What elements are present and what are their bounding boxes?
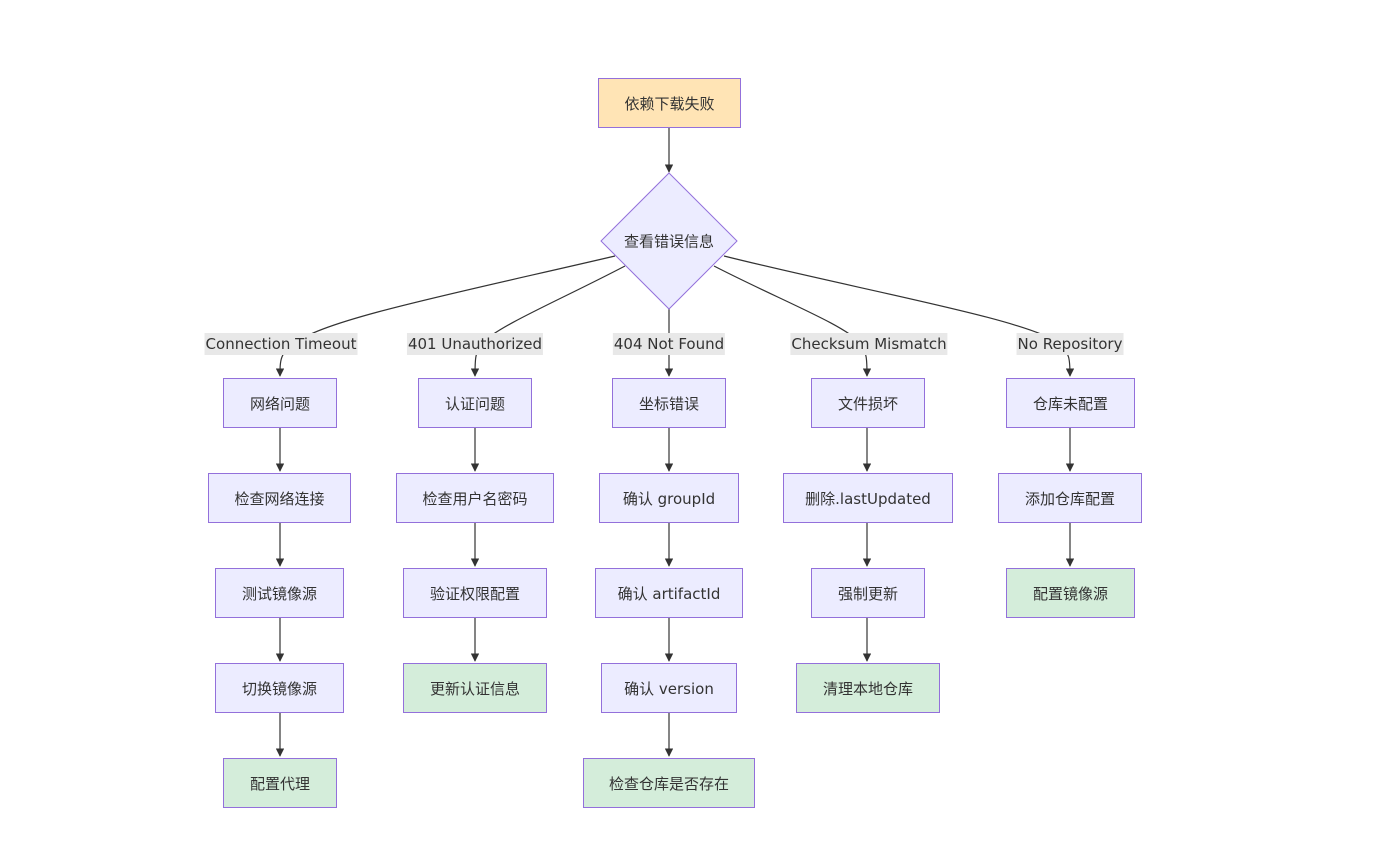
edge-label-connection-timeout: Connection Timeout <box>204 333 358 355</box>
node-force-update: 强制更新 <box>811 568 925 618</box>
edge-decision-net <box>275 255 616 377</box>
node-verify-permission-label: 验证权限配置 <box>429 584 520 603</box>
node-config-mirror: 配置镜像源 <box>1006 568 1135 618</box>
node-check-credentials: 检查用户名密码 <box>396 473 554 523</box>
node-file-damaged-label: 文件损坏 <box>837 394 898 413</box>
node-repo-not-configured-label: 仓库未配置 <box>1032 394 1108 413</box>
decision-diamond <box>600 172 738 310</box>
node-auth-problem: 认证问题 <box>418 378 532 428</box>
edge-label-404-not-found: 404 Not Found <box>612 333 726 355</box>
node-check-network: 检查网络连接 <box>208 473 351 523</box>
node-force-update-label: 强制更新 <box>837 584 898 603</box>
node-switch-mirror-label: 切换镜像源 <box>241 679 317 698</box>
node-update-auth: 更新认证信息 <box>403 663 547 713</box>
node-test-mirror: 测试镜像源 <box>215 568 344 618</box>
node-confirm-version: 确认 version <box>601 663 737 713</box>
node-test-mirror-label: 测试镜像源 <box>241 584 317 603</box>
node-config-proxy: 配置代理 <box>223 758 337 808</box>
node-net-problem-label: 网络问题 <box>249 394 310 413</box>
node-check-repo-exists-label: 检查仓库是否存在 <box>608 774 729 793</box>
node-delete-lastupdated: 删除.lastUpdated <box>783 473 953 523</box>
node-config-proxy-label: 配置代理 <box>249 774 310 793</box>
node-auth-problem-label: 认证问题 <box>444 394 505 413</box>
node-confirm-artifactid: 确认 artifactId <box>595 568 743 618</box>
node-delete-lastupdated-label: 删除.lastUpdated <box>805 489 931 508</box>
start-node-label: 依赖下载失败 <box>624 94 715 113</box>
node-coord-error: 坐标错误 <box>612 378 726 428</box>
node-clean-local-repo: 清理本地仓库 <box>796 663 940 713</box>
node-check-repo-exists: 检查仓库是否存在 <box>583 758 755 808</box>
node-confirm-groupid-label: 确认 groupId <box>622 489 716 508</box>
edge-label-no-repository: No Repository <box>1016 333 1124 355</box>
node-verify-permission: 验证权限配置 <box>403 568 547 618</box>
edge-decision-repo <box>723 255 1075 377</box>
node-net-problem: 网络问题 <box>223 378 337 428</box>
decision-label: 查看错误信息 <box>623 232 715 251</box>
node-update-auth-label: 更新认证信息 <box>429 679 520 698</box>
start-node: 依赖下载失败 <box>598 78 741 128</box>
node-check-credentials-label: 检查用户名密码 <box>422 489 528 508</box>
node-add-repo-config: 添加仓库配置 <box>998 473 1142 523</box>
node-config-mirror-label: 配置镜像源 <box>1032 584 1108 603</box>
node-check-network-label: 检查网络连接 <box>234 489 325 508</box>
edge-decision-file <box>713 265 872 377</box>
node-switch-mirror: 切换镜像源 <box>215 663 344 713</box>
node-confirm-artifactid-label: 确认 artifactId <box>617 584 721 603</box>
node-add-repo-config-label: 添加仓库配置 <box>1024 489 1115 508</box>
node-confirm-groupid: 确认 groupId <box>599 473 739 523</box>
node-clean-local-repo-label: 清理本地仓库 <box>822 679 913 698</box>
node-coord-error-label: 坐标错误 <box>638 394 699 413</box>
edge-label-401-unauthorized: 401 Unauthorized <box>406 333 544 355</box>
node-repo-not-configured: 仓库未配置 <box>1006 378 1135 428</box>
node-confirm-version-label: 确认 version <box>624 679 714 698</box>
edge-label-checksum-mismatch: Checksum Mismatch <box>790 333 948 355</box>
node-file-damaged: 文件损坏 <box>811 378 925 428</box>
